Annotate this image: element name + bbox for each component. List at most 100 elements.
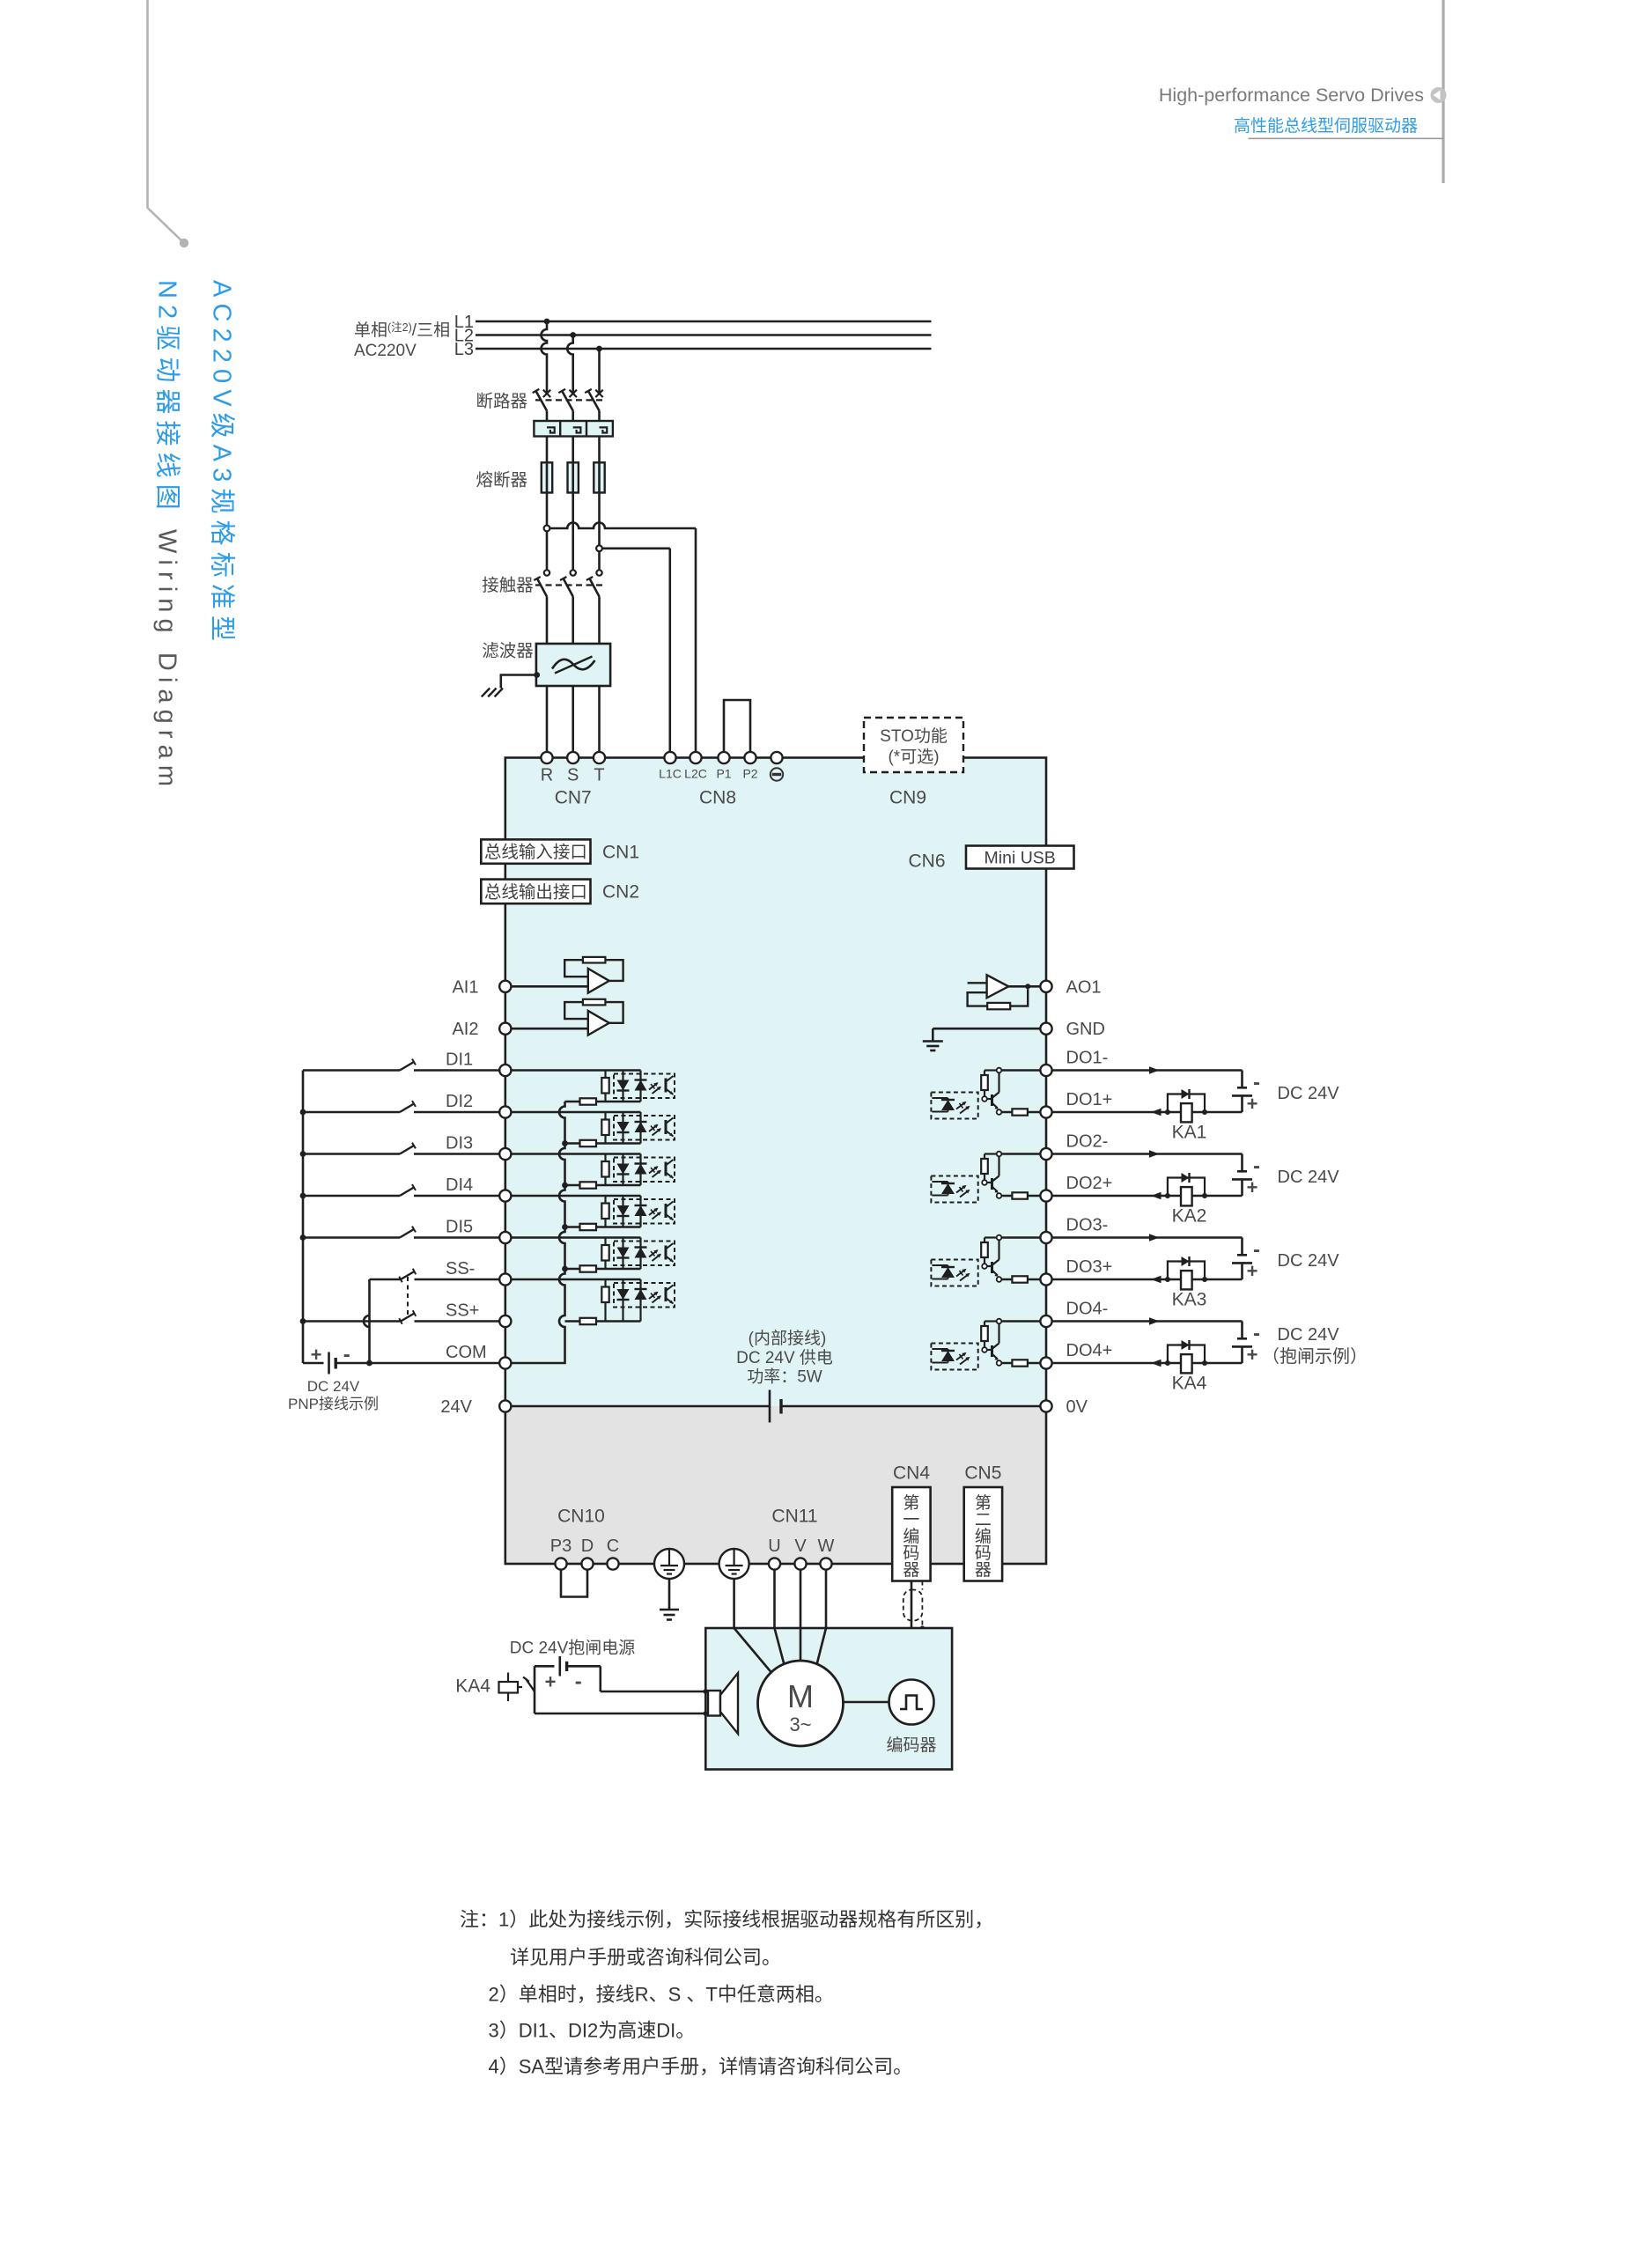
label-encoder2: 第二编码器 (975, 1493, 992, 1580)
pin-top (565, 750, 580, 765)
label-l3: L3 (454, 340, 474, 359)
di-switch (398, 1183, 417, 1198)
label-bottom-pin: C (607, 1536, 619, 1556)
ai-amplifiers (511, 955, 624, 1037)
label-ss-plus: SS+ (446, 1301, 479, 1321)
pin-bottom (554, 1557, 568, 1571)
pin-top (663, 750, 677, 765)
di-opto-units (509, 1069, 676, 1365)
label-pin-t: T (594, 766, 604, 785)
label-ka2: KA2 (1172, 1206, 1207, 1227)
label-cn5: CN5 (964, 1463, 1001, 1484)
label-do-minus: - (1253, 1322, 1260, 1345)
p1-p2-jumper (722, 698, 752, 752)
pin-left (498, 1189, 513, 1203)
label-bus-in: 总线输入接口 (484, 843, 587, 862)
label-cn8: CN8 (699, 788, 736, 808)
label-cn7: CN7 (555, 788, 592, 808)
label-ai1: AI1 (452, 977, 478, 997)
motor-section (703, 1626, 954, 1771)
label-do1p: DO1+ (1066, 1090, 1113, 1109)
sto-box (862, 716, 965, 774)
header-title-zh: 高性能总线型伺服驱动器 (1234, 116, 1418, 136)
pin-top (717, 750, 731, 765)
label-pin-cn8: P1 (716, 767, 731, 781)
label-ac220v: AC220V (354, 342, 417, 360)
pin-right (1039, 1021, 1053, 1035)
pin-top (770, 750, 784, 765)
note-line-2: 详见用户手册或咨询科伺公司。 (510, 1947, 781, 1969)
label-source-1: 单相 (354, 321, 387, 340)
di-switch (398, 1057, 417, 1072)
side-title-wiring-en: Wiring Diagram (153, 516, 181, 786)
pin-left (498, 1272, 513, 1286)
pin-bottom (580, 1557, 594, 1571)
pin-right (1039, 979, 1053, 994)
pe-terminal (653, 1547, 686, 1581)
side-title-spec: AC220V级A3规格标准型 (208, 280, 237, 641)
label-24v: 24V (440, 1397, 472, 1417)
label-filter: 滤波器 (482, 642, 534, 661)
pin-left (498, 1021, 513, 1035)
pin-left (498, 1314, 513, 1329)
label-di3: DI3 (446, 1134, 473, 1153)
label-internal-1: (内部接线) (749, 1329, 827, 1348)
pin-left (498, 1230, 513, 1245)
pin-right (1039, 1230, 1053, 1245)
di-switch (398, 1099, 417, 1114)
pin-top (540, 750, 554, 765)
pin-top (592, 750, 607, 765)
label-pin-s: S (567, 766, 579, 785)
pin-bottom (793, 1557, 808, 1571)
label-do-plus: + (1247, 1344, 1258, 1366)
label-ka4-contact: KA4 (455, 1677, 490, 1697)
label-do-minus: - (1253, 1071, 1260, 1094)
label-do4p: DO4+ (1066, 1341, 1113, 1360)
label-do-minus: - (1253, 1154, 1260, 1178)
label-pin-r: R (541, 766, 553, 785)
pe-terminal (718, 1547, 750, 1581)
pin-bottom (767, 1557, 782, 1571)
label-di5: DI5 (446, 1218, 473, 1237)
note-line-5: 4）SA型请参考用户手册，详情请咨询科伺公司。 (489, 2056, 913, 2078)
pin-left (498, 1146, 513, 1161)
label-motor-m: M (787, 1678, 814, 1714)
header-decoration (146, 0, 1447, 248)
label-pnp-dc24v: DC 24V (307, 1378, 360, 1395)
label-source-sup: (注2) (387, 321, 412, 334)
label-pnp-note: PNP接线示例 (288, 1396, 379, 1412)
label-cn6: CN6 (908, 851, 945, 872)
label-cn11: CN11 (771, 1507, 817, 1527)
label-brake-note: （抱闸示例） (1262, 1346, 1368, 1367)
label-cn1: CN1 (602, 843, 639, 863)
label-do4m: DO4- (1066, 1300, 1109, 1319)
pin-top (689, 750, 703, 765)
label-do-dc24v: DC 24V (1278, 1168, 1340, 1187)
pin-top (743, 750, 757, 765)
gnd-symbol (922, 1027, 1041, 1052)
label-source: 单相(注2)/三相 (354, 321, 450, 340)
label-sto2: (*可选) (888, 748, 939, 767)
label-encoder1: 第一编码器 (903, 1493, 919, 1580)
note-line-1: 注：1）此处为接线示例，实际接线根据驱动器规格有所区别， (460, 1909, 993, 1931)
pin-left (498, 1356, 513, 1370)
pin-right (1039, 1272, 1053, 1286)
note-line-4: 3）DI1、DI2为高速DI。 (489, 2020, 696, 2042)
side-title-wiring-zh: N2驱动器接线图 (153, 280, 182, 510)
label-do1m: DO1- (1066, 1049, 1109, 1068)
pin-right (1039, 1063, 1053, 1078)
label-bottom-pin: U (768, 1536, 780, 1556)
label-internal-3: 功率：5W (747, 1367, 822, 1387)
label-ka4: KA4 (1172, 1374, 1207, 1394)
label-gnd: GND (1066, 1020, 1105, 1039)
pin-left (498, 1063, 513, 1078)
label-fuse: 熔断器 (476, 471, 527, 490)
label-pnp-plus: + (311, 1344, 322, 1366)
cn5-box (962, 1485, 1004, 1582)
label-ka1: KA1 (1172, 1123, 1207, 1143)
label-ai2: AI2 (452, 1020, 478, 1039)
label-bottom-pin: D (581, 1536, 594, 1556)
label-do-plus: + (1247, 1093, 1258, 1115)
label-breaker: 断路器 (476, 392, 527, 411)
